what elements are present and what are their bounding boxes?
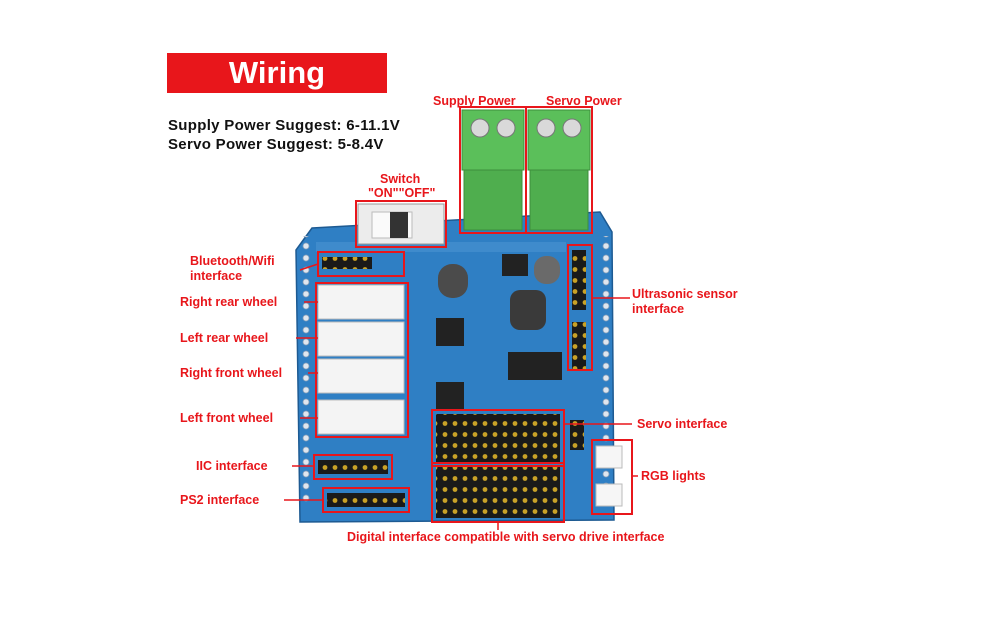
iic-header — [318, 460, 388, 474]
motor-driver-2 — [436, 382, 464, 410]
bluetooth-header — [322, 257, 372, 269]
left-rear-wheel-label: Left rear wheel — [180, 331, 269, 345]
capacitor-2 — [534, 256, 560, 284]
ultrasonic-label-line2: interface — [632, 302, 685, 316]
ultrasonic-box — [567, 244, 593, 371]
motor-driver-1 — [436, 318, 464, 346]
left-front-connector — [317, 399, 405, 435]
switch-box — [355, 200, 447, 248]
ultrasonic-label-line1: Ultrasonic sensor — [632, 287, 738, 301]
right-rear-connector — [317, 284, 405, 320]
iic-box — [313, 454, 393, 480]
left-rear-connector — [317, 321, 405, 357]
ps2-interface-label: PS2 interface — [180, 493, 260, 507]
servo-power-box — [525, 106, 593, 234]
right-front-connector — [317, 358, 405, 394]
rgb-light-1 — [595, 445, 623, 469]
capacitor-1 — [438, 264, 468, 298]
right-edge-holes — [600, 236, 612, 506]
inductor — [510, 290, 546, 330]
bluetooth-label-line1: Bluetooth/Wifi — [190, 254, 275, 268]
supply-power-spec: Supply Power Suggest: 6-11.1V — [168, 117, 401, 134]
servo-power-spec: Servo Power Suggest: 5-8.4V — [168, 136, 384, 153]
digital-interface-label: Digital interface compatible with servo … — [347, 530, 665, 544]
switch-states-label: "ON""OFF" — [368, 186, 436, 200]
iic-interface-label: IIC interface — [196, 459, 268, 473]
right-front-wheel-label: Right front wheel — [180, 366, 283, 380]
ultrasonic-header-1 — [572, 250, 586, 310]
servo-interface-label: Servo interface — [637, 417, 728, 431]
ultrasonic-header-2 — [572, 322, 586, 370]
rgb-box — [591, 439, 633, 515]
regulator-chip — [502, 254, 528, 276]
ps2-header — [327, 493, 405, 507]
rgb-light-2 — [595, 483, 623, 507]
right-rear-wheel-label: Right rear wheel — [180, 295, 278, 309]
wheels-box — [315, 282, 409, 438]
bluetooth-label-line2: interface — [190, 269, 243, 283]
servo-interface-box — [431, 409, 565, 467]
rgb-lights-label: RGB lights — [641, 469, 706, 483]
servo-power-terminal — [527, 109, 591, 231]
pwm-chip — [508, 352, 562, 380]
supply-power-terminal — [461, 109, 525, 231]
servo-pin-grid — [436, 414, 560, 462]
servo-power-label: Servo Power — [546, 94, 622, 108]
digital-pin-grid — [436, 466, 560, 518]
title-banner: Wiring — [167, 53, 387, 93]
left-edge-holes — [300, 236, 312, 506]
left-front-wheel-label: Left front wheel — [180, 411, 274, 425]
supply-power-label: Supply Power — [433, 94, 516, 108]
switch-label: Switch — [380, 172, 421, 186]
